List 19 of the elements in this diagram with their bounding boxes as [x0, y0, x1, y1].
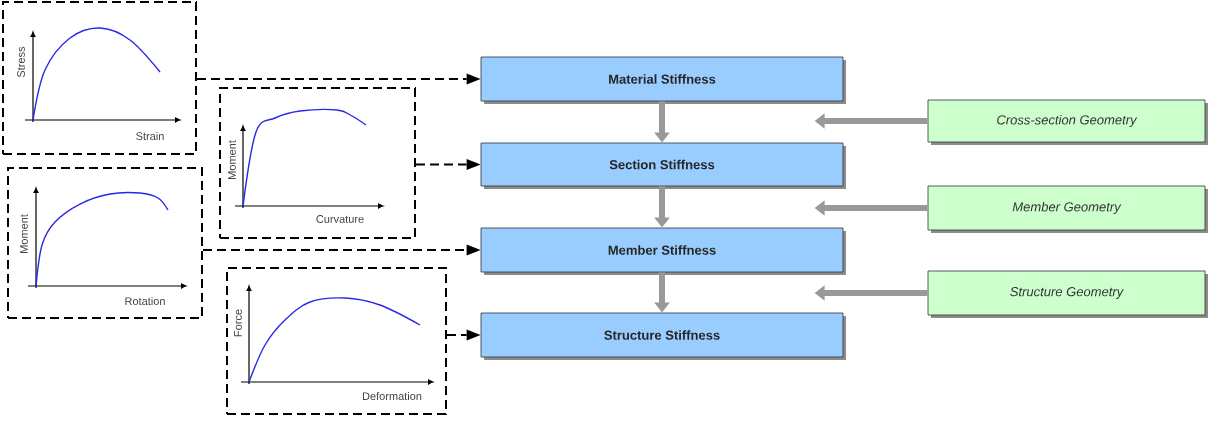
- axis-label: Moment: [228, 140, 236, 179]
- axis-label: Strain: [136, 131, 164, 141]
- axis-label: Force: [234, 309, 242, 337]
- axis-label: Deformation: [362, 391, 422, 401]
- process-box: Structure Stiffness: [480, 312, 844, 358]
- axis-label: Moment: [20, 214, 28, 253]
- arrow: [415, 159, 481, 170]
- arrow: [196, 73, 481, 85]
- input-box: Member Geometry: [927, 185, 1206, 231]
- input-box: Cross-section Geometry: [927, 99, 1206, 143]
- arrow: [446, 329, 481, 341]
- axis-label: Rotation: [125, 296, 165, 306]
- axis-label: Curvature: [316, 215, 364, 223]
- input-box: Structure Geometry: [927, 270, 1206, 316]
- arrow: [202, 244, 481, 256]
- process-box: Section Stiffness: [480, 142, 844, 187]
- process-box: Member Stiffness: [480, 227, 844, 273]
- axis-label: Stress: [17, 46, 25, 78]
- process-box: Material Stiffness: [480, 56, 844, 102]
